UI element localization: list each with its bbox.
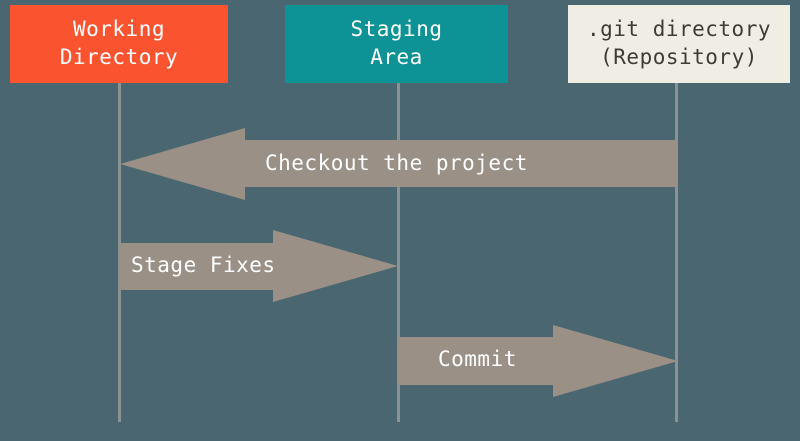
lifeline-repository xyxy=(675,83,678,422)
node-repository: .git directory (Repository) xyxy=(568,5,790,83)
node-working-directory-line1: Working xyxy=(72,17,165,42)
node-repository-line2: (Repository) xyxy=(600,45,758,69)
arrow-shape-commit xyxy=(398,325,678,397)
lifeline-staging-area xyxy=(397,83,400,422)
node-repository-line1: .git directory xyxy=(586,17,771,42)
arrow-shape-stage-fixes xyxy=(120,230,398,302)
node-working-directory-line2: Directory xyxy=(59,45,179,69)
arrow-label-checkout: Checkout the project xyxy=(265,151,528,175)
arrow-label-stage-fixes: Stage Fixes xyxy=(131,253,276,277)
lifeline-working-directory xyxy=(118,83,121,422)
node-working-directory: Working Directory xyxy=(10,5,228,83)
node-staging-area-line2: Area xyxy=(370,45,423,69)
arrow-label-commit: Commit xyxy=(438,347,517,371)
node-staging-area: Staging Area xyxy=(285,5,508,83)
node-staging-area-line1: Staging xyxy=(350,17,443,42)
arrow-shape-checkout xyxy=(120,128,678,200)
